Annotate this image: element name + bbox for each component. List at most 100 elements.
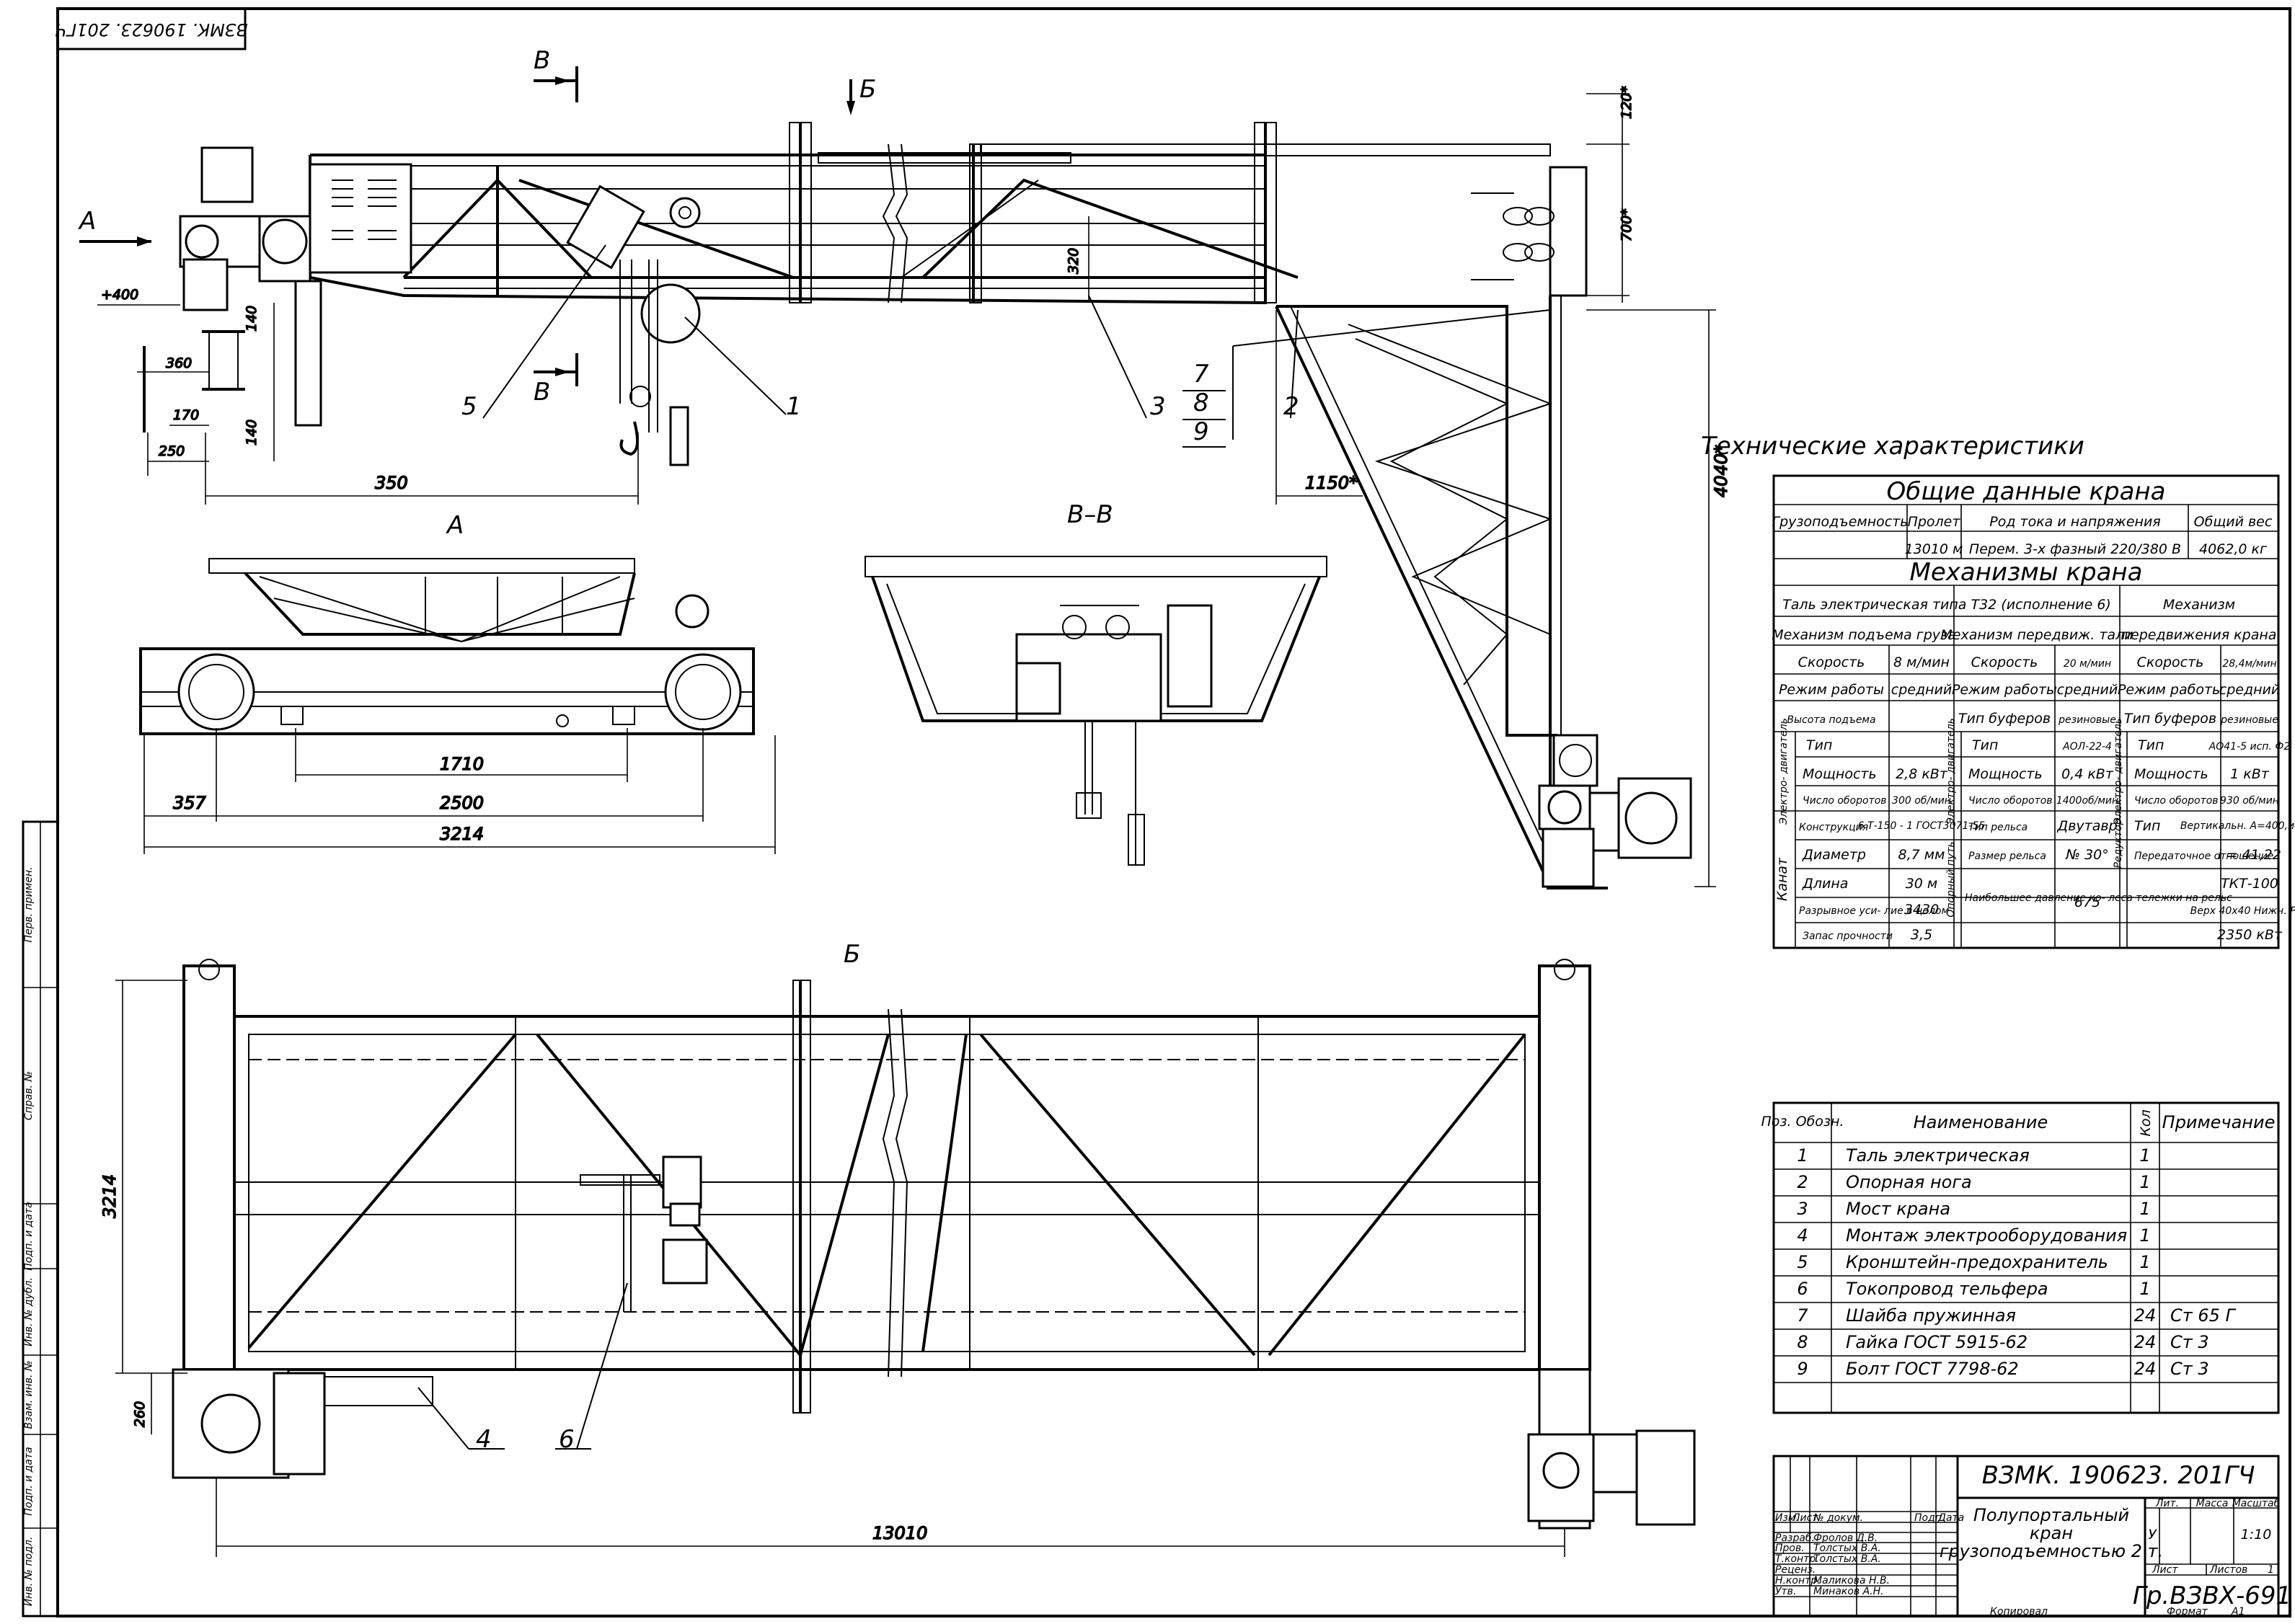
title-col-izm: Изм. [1775,1512,1799,1524]
tech-speed-3: Скорость [2137,655,2204,670]
dim-1710: 1710 [440,754,484,774]
title-role: Пров. [1775,1543,1805,1554]
side-label-7: Инв. № подл. [23,1537,35,1607]
tech-hoist-title: Таль электрическая типа Т32 (исполнение … [1782,597,2111,613]
section-mark-b: Б [859,75,876,104]
view-b: Б [172,940,1696,1530]
tech-general-title: Общие данные крана [1887,477,2166,506]
tech-rope-construction: Конструкция [1799,822,1868,833]
tech-power-2: Мощность [1968,766,2043,782]
bom-header-pos: Поз. Обозн. [1761,1114,1844,1130]
tech-trolley-speed: 20 м/мин [2064,658,2111,670]
tech-speed-2: Скорость [1971,655,2038,670]
tech-rope-safety-val: 3,5 [1911,927,1932,943]
tech-type-1: Тип [1806,737,1832,753]
bom-cell-pos: 7 [1797,1305,1808,1326]
bom-cell-name: Мост крана [1846,1199,1950,1219]
tech-duty-3: Режим работы [2118,682,2223,698]
dim-350: 350 [375,473,408,493]
section-vv: B–B [865,500,1327,866]
dim-4040: 4040* [1711,445,1731,497]
view-a-title: A [446,511,464,540]
bom-header-note: Примечание [2162,1112,2276,1132]
bom-cell-name: Болт ГОСТ 7798-62 [1846,1359,2019,1379]
title-lit: Лит. [2155,1498,2179,1509]
tech-rail-type: Тип рельса [1968,822,2028,833]
tech-type-2: Тип [1972,737,1998,753]
tech-reducer: Редуктор [2113,818,2124,868]
tech-motor-2: Электро- двигатель [1945,718,1957,825]
copied-label: Копировал [1990,1606,2048,1618]
title-person: Фролов Д.В. [1813,1532,1878,1544]
tech-lift-height: Высота подъема [1787,714,1875,726]
front-view: B B Б A [78,46,1588,466]
tech-m3-power: 1 кВт [2230,766,2270,782]
dim-140a: 140 [244,306,260,332]
tech-gear-type-val: Вертикальн. А=400,исп. II [2180,820,2295,832]
tech-crane-speed: 28,4м/мин [2222,658,2276,670]
tech-rope-break-val: 3430 [1904,902,1939,918]
tech-motor-1: Электро- двигатель [1778,718,1790,825]
bom-cell-pos: 4 [1797,1225,1808,1246]
dim-320: 320 [1066,248,1082,274]
dim-700: 700* [1619,208,1635,241]
pos-2: 2 [1283,392,1299,421]
title-col-doc: № докум. [1813,1512,1863,1524]
tech-duty-val-2: средний [2057,682,2118,698]
bom-table: Поз. Обозн. Наименование Кол Примечание … [1761,1101,2280,1414]
title-person: Толстых В.А. [1813,1543,1881,1554]
dim-120: 120* [1619,86,1635,119]
bom-cell-note: Ст 3 [2170,1332,2209,1352]
side-label-3: Подп. и дата [23,1202,35,1270]
bom-cell-pos: 3 [1797,1199,1808,1219]
tech-type-4: Тип [2134,818,2160,834]
bom-cell-qty: 1 [2139,1172,2150,1192]
bom-cell-qty: 1 [2139,1199,2150,1219]
tech-extra-1: ТКТ-100 [2221,876,2278,892]
tech-rail-size: Размер рельса [1968,851,2046,862]
front-dimensions: +400 360 140 140 170 250 350 320 120* 70… [97,85,1732,887]
bom-cell-note: Ст 3 [2170,1359,2209,1379]
dim-3214: 3214 [440,824,484,844]
side-label-1: Перв. примен. [23,866,35,942]
pos-3: 3 [1150,392,1166,421]
tech-trolley-mech: Механизм передвиж. тали [1940,627,2133,643]
bom-header-qty: Кол [2138,1109,2154,1136]
title-group: Гр.ВЗВХ-691 [2133,1581,2291,1610]
tech-power-3: Мощность [2134,766,2208,782]
tech-wheel-load: Наибольшее давление ко- леса тележки на … [1965,892,2232,904]
pos-9: 9 [1193,417,1209,446]
view-a-dimensions: 1710 357 2500 3214 [143,728,776,854]
tech-lift-speed: 8 м/мин [1893,655,1950,670]
title-role: Реценз. [1775,1564,1816,1576]
title-name-1: Полупортальный [1973,1505,2129,1525]
tech-rope-diameter: Диаметр [1802,847,1866,863]
tech-general-h4: Общий вес [2194,514,2273,530]
side-label-5: Взам. инв. № [23,1360,35,1429]
tech-rail-type-val: Двутавр [2056,818,2117,834]
dim-140b: 140 [244,420,260,445]
tech-weight: 4062,0 кг [2199,541,2268,557]
tech-table: Технические характеристики [1701,432,2295,949]
bom-cell-name: Опорная нога [1846,1172,1972,1192]
pos-4: 4 [476,1425,492,1454]
dim-260: 260 [132,1401,148,1427]
bom-cell-note: Ст 65 Г [2170,1305,2237,1326]
dim-1150: 1150* [1305,473,1358,493]
tech-rope: Канат [1774,857,1790,901]
tech-wheel-load-val: 675 [2074,895,2100,910]
pos-7: 7 [1193,360,1209,389]
tech-gear-ratio: Передаточное отношение [2134,851,2273,862]
bom-cell-qty: 24 [2134,1359,2157,1379]
tech-lift-mech: Механизм подъема груза [1772,627,1956,643]
bom-header-name: Наименование [1914,1112,2048,1132]
support-leg [1275,296,1692,889]
tech-span: 13010 м [1905,541,1963,557]
title-sheet: Лист [2152,1564,2178,1576]
view-b-title: Б [844,940,860,969]
tech-rope-length-val: 30 м [1906,876,1938,892]
stamp-code: ВЗМК. 190623. 201ГЧ [55,19,247,40]
tech-heading: Технические характеристики [1701,432,2084,461]
title-person: Толстых В.А. [1813,1553,1881,1565]
